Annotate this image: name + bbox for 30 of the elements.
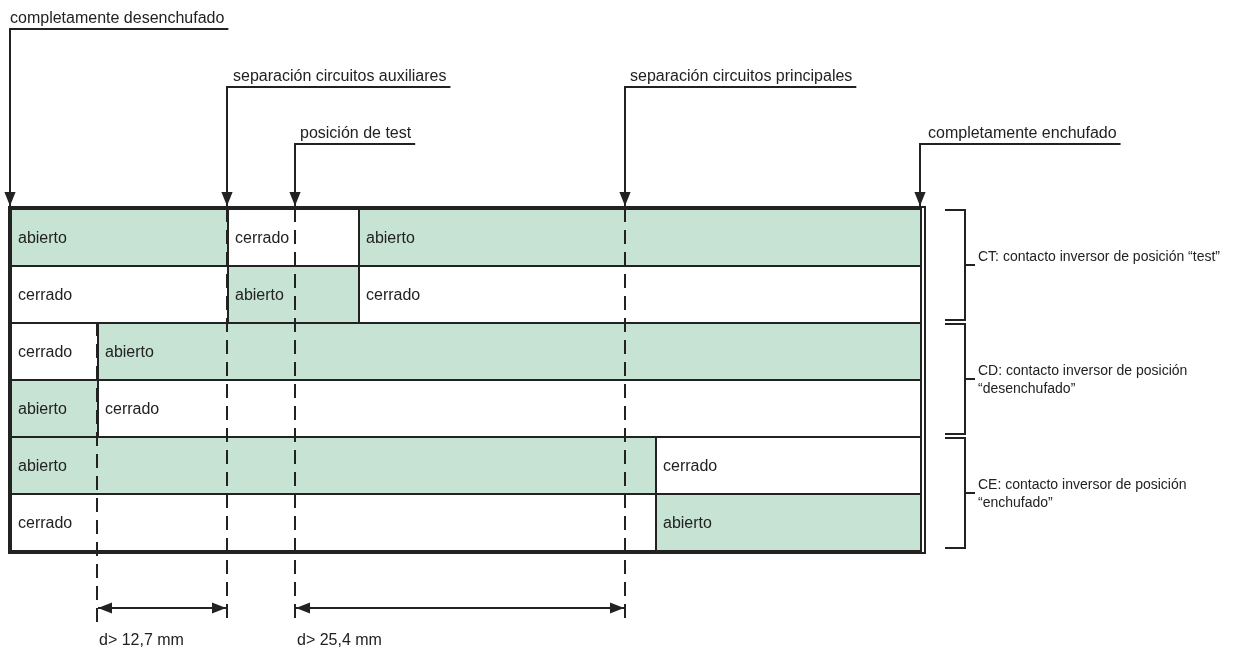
- state-label: abierto: [366, 228, 415, 247]
- leader-arrow: [289, 143, 417, 207]
- state-label: cerrado: [18, 513, 73, 532]
- leader-arrow: [4, 28, 230, 207]
- dimension-label: d> 25,4 mm: [297, 630, 382, 650]
- leader-arrow: [619, 86, 858, 207]
- dimension-label: d> 12,7 mm: [99, 630, 184, 650]
- group-label: CD: contacto inversor de posición “desenchufado”: [978, 361, 1189, 397]
- state-label: cerrado: [18, 285, 73, 304]
- state-label: cerrado: [18, 342, 73, 361]
- position-label: separación circuitos auxiliares: [233, 66, 510, 86]
- leader-arrow: [914, 143, 1122, 207]
- state-label: abierto: [663, 513, 712, 532]
- state-label: abierto: [18, 399, 67, 418]
- timing-chart-frame: [8, 206, 926, 554]
- group-label: CE: contacto inversor de posición “enchufado”: [978, 475, 1188, 511]
- group-label: CT: contacto inversor de posición “test”: [978, 247, 1221, 265]
- state-label: abierto: [18, 456, 67, 475]
- state-label: abierto: [235, 285, 284, 304]
- state-label: cerrado: [235, 228, 290, 247]
- position-label: posición de test: [300, 123, 455, 143]
- position-label: completamente enchufado: [928, 123, 1165, 143]
- position-label: completamente desenchufado: [10, 8, 295, 28]
- state-label: cerrado: [366, 285, 421, 304]
- leader-arrow: [221, 86, 452, 207]
- state-label: cerrado: [105, 399, 160, 418]
- position-label: separación circuitos principales: [630, 66, 880, 86]
- state-label: abierto: [18, 228, 67, 247]
- state-label: cerrado: [663, 456, 718, 475]
- state-label: abierto: [105, 342, 154, 361]
